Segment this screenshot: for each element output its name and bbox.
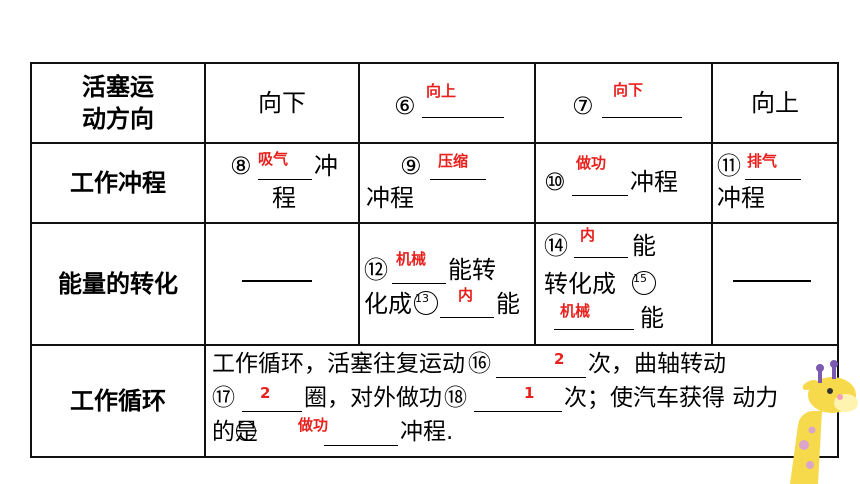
blank-line-8 [258, 157, 312, 180]
engine-stroke-table: 活塞运 动方向 向下 向上 ⑥ 向下 ⑦ 向上 工作冲程 [30, 62, 839, 458]
cycle-line2-a: 圈，对外做功 [304, 385, 442, 411]
blank-line-13 [440, 295, 494, 318]
cycle-line3-b: 冲程. [400, 419, 454, 445]
energy-cell-1 [204, 222, 360, 346]
answer-13: 内 [458, 286, 474, 304]
blank-line-14 [574, 235, 628, 258]
table-row-energy: 能量的转化 机械 ⑫ 能转 化成 13 内 能 内 ⑭ [30, 222, 839, 346]
energy-cell-3: 内 ⑭ 能 转化成 15 机械 能 [534, 222, 713, 346]
answer-16: 2 [554, 350, 565, 368]
stroke-2-tail: 冲程 [366, 184, 414, 212]
answer-19: 做功 [298, 416, 329, 434]
blank-number-17: ⑰ [212, 385, 235, 411]
direction-cell-3: 向下 ⑦ [534, 62, 713, 144]
cycle-cell: 工作循环，活塞往复运动 ⑯ 2 次，曲轴转动 ⑰ 2 圈，对外做功 ⑱ 1 次；… [204, 344, 839, 458]
direction-cell-1: 向下 [204, 62, 360, 144]
answer-10: 做功 [576, 154, 607, 172]
answer-8: 吸气 [258, 150, 289, 168]
answer-17: 2 [260, 384, 271, 402]
stroke-cell-4: ⑪ 排气 冲程 [711, 142, 839, 224]
table-row-stroke: 工作冲程 ⑧ 吸气 冲 程 ⑨ 压缩 冲程 做功 ⑩ 冲 [30, 142, 839, 224]
blank-number-18: ⑱ [444, 385, 467, 411]
blank-line-15 [554, 307, 634, 330]
cycle-line2-b: 次；使汽车获得 动力 [564, 385, 779, 411]
piston-direction-label-text: 活塞运 动方向 [82, 73, 154, 133]
cycle-label-text: 工作循环 [70, 387, 166, 415]
blank-line-9 [430, 157, 486, 180]
answer-12: 机械 [396, 250, 427, 268]
stroke-cell-2: ⑨ 压缩 冲程 [358, 142, 536, 224]
blank-line-11 [745, 157, 801, 180]
energy-cell-2: 机械 ⑫ 能转 化成 13 内 能 [358, 222, 536, 346]
stroke-1-tail1: 冲 [314, 152, 338, 180]
blank-line-7 [602, 95, 682, 118]
direction-1-text: 向下 [258, 89, 306, 117]
blank-number-13: 13 [414, 291, 438, 315]
stroke-1-tail2: 程 [272, 184, 296, 212]
blank-number-11: ⑪ [717, 152, 741, 180]
cycle-line1-b: 次，曲轴转动 [588, 351, 726, 377]
direction-4-text: 向上 [751, 89, 799, 117]
energy-label: 能量的转化 [30, 222, 206, 346]
blank-number-12: ⑫ [364, 256, 388, 284]
blank-number-7: ⑦ [572, 92, 594, 120]
answer-15: 机械 [560, 302, 591, 320]
blank-line-18 [474, 389, 562, 412]
cycle-label: 工作循环 [30, 344, 206, 458]
energy-label-text: 能量的转化 [58, 270, 178, 298]
answer-14: 内 [580, 226, 596, 244]
giraffe-decoration-icon [790, 360, 858, 484]
stroke-label-text: 工作冲程 [70, 169, 166, 197]
answer-7: 向下 [613, 81, 644, 99]
blank-line-10 [572, 173, 628, 196]
energy-2-mid1: 能转 [448, 256, 496, 284]
blank-number-14: ⑭ [544, 232, 568, 260]
blank-number-6: ⑥ [394, 92, 416, 120]
direction-cell-4: 向上 [711, 62, 839, 144]
energy-cell-4 [711, 222, 839, 346]
blank-line-17 [242, 389, 302, 412]
blank-line-12 [392, 261, 446, 284]
table-row-header: 活塞运 动方向 向下 向上 ⑥ 向下 ⑦ 向上 [30, 62, 839, 144]
answer-9: 压缩 [438, 152, 469, 170]
blank-line-19 [324, 423, 398, 446]
answer-6: 向上 [426, 82, 457, 100]
energy-3-mid2: 转化成 [544, 270, 616, 298]
energy-1-dash [242, 280, 312, 282]
stroke-4-tail: 冲程 [717, 184, 765, 212]
stroke-label: 工作冲程 [30, 142, 206, 224]
energy-3-mid1: 能 [632, 232, 656, 260]
stroke-3-tail: 冲程 [630, 168, 678, 196]
table-row-cycle: 工作循环 工作循环，活塞往复运动 ⑯ 2 次，曲轴转动 ⑰ 2 圈，对外做功 ⑱… [30, 344, 839, 458]
blank-number-19 [236, 421, 256, 441]
blank-number-8: ⑧ [230, 152, 252, 180]
energy-4-dash [733, 280, 811, 282]
blank-line-6 [422, 95, 504, 118]
blank-number-9: ⑨ [400, 152, 422, 180]
stroke-cell-1: ⑧ 吸气 冲 程 [204, 142, 360, 224]
blank-number-16: ⑯ [468, 351, 491, 377]
direction-cell-2: 向上 ⑥ [358, 62, 536, 144]
blank-line-16 [496, 355, 586, 378]
blank-number-10: ⑩ [544, 168, 566, 196]
answer-18: 1 [524, 384, 535, 402]
answer-11: 排气 [747, 152, 778, 170]
energy-3-tail: 能 [640, 304, 664, 332]
energy-2-tail: 能 [496, 290, 520, 318]
energy-2-mid2: 化成 [364, 290, 412, 318]
piston-direction-label: 活塞运 动方向 [30, 62, 206, 144]
cycle-line1-a: 工作循环，活塞往复运动 [212, 351, 465, 377]
stroke-cell-3: 做功 ⑩ 冲程 [534, 142, 713, 224]
blank-number-15: 15 [632, 271, 656, 295]
